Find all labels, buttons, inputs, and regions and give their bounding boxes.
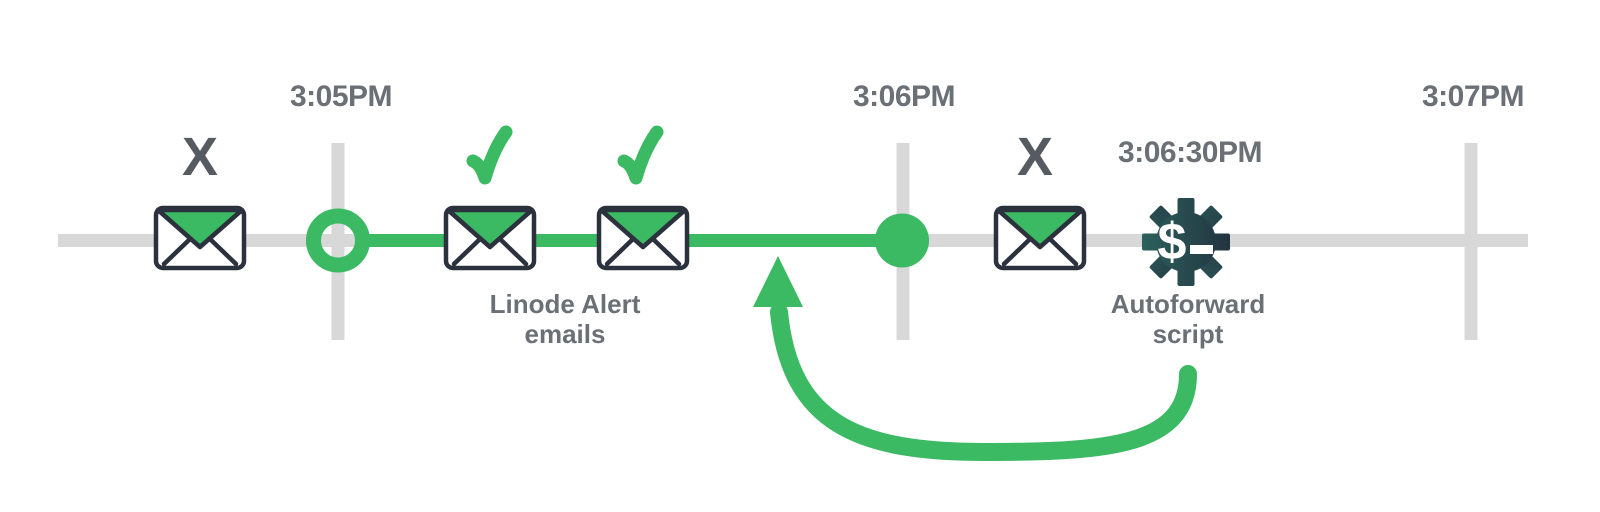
x-mark-failed-1: X: [181, 127, 219, 187]
feedback-arrow: [753, 256, 1197, 462]
email-envelope-icon-failed-2: [996, 208, 1084, 268]
shell-prompt-dash: [1190, 245, 1213, 254]
checkmark-icon-1: [473, 132, 506, 178]
start-ring-marker: [306, 208, 370, 273]
autoforward-caption-line2: script: [1152, 319, 1224, 349]
x-mark-failed-2: X: [1016, 127, 1054, 187]
alert-emails-caption-line2: emails: [524, 319, 606, 349]
tick-label-305pm: 3:05PM: [289, 80, 393, 113]
script-time-label: 3:06:30PM: [1118, 136, 1262, 169]
email-envelope-icon-failed-1: [156, 208, 244, 268]
shell-prompt-dollar: $: [1158, 213, 1187, 271]
tick-label-307pm: 3:07PM: [1421, 80, 1525, 113]
alert-emails-caption-line1: Linode Alert: [489, 289, 641, 319]
autoforward-gear-icon: $: [1142, 198, 1230, 286]
autoforward-caption-line1: Autoforward: [1110, 289, 1266, 319]
arrowhead-icon: [753, 256, 803, 307]
checkmark-icon-2: [624, 132, 657, 178]
email-envelope-icon-delivered-1: [446, 208, 534, 268]
autoforward-caption: Autoforward script: [1111, 289, 1266, 349]
tick-label-306pm: 3:06PM: [852, 80, 956, 113]
email-envelope-icon-delivered-2: [599, 208, 687, 268]
alert-emails-caption: Linode Alert emails: [490, 289, 641, 349]
end-dot-marker: [875, 213, 929, 268]
